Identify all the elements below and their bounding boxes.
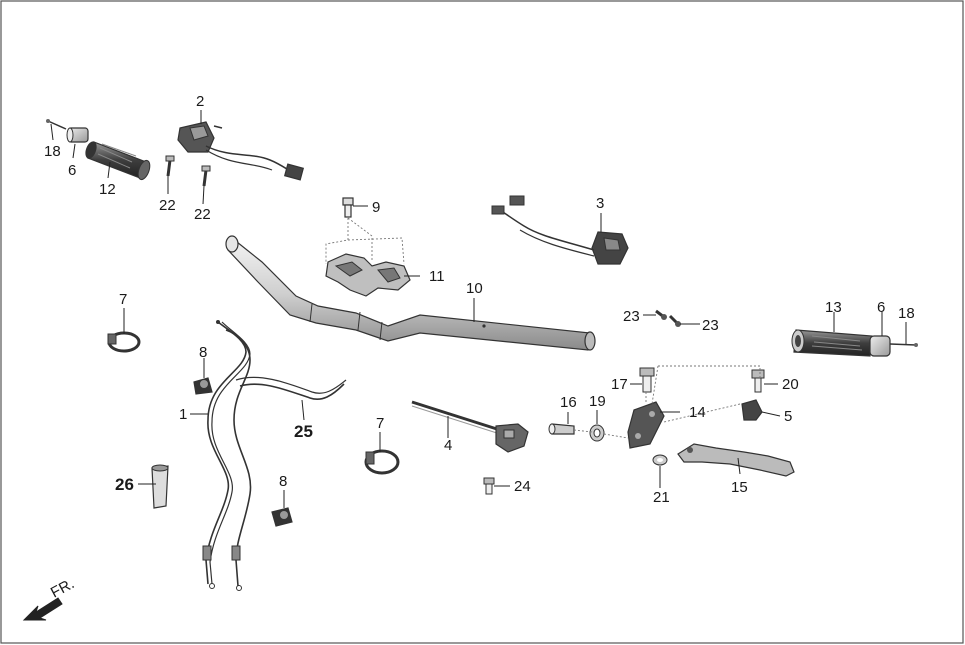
front-direction-arrow: [22, 597, 63, 621]
choke-cable-part: [225, 329, 347, 591]
callout-14: 14: [689, 404, 706, 421]
left-screw-part: [46, 119, 67, 130]
callout-18-right: 18: [898, 305, 915, 322]
bolt-part: [483, 477, 495, 495]
callout-19: 19: [589, 393, 606, 410]
left-grip-part: [85, 141, 151, 181]
lever-holder-part: [627, 401, 665, 449]
cable-clamp-part: [107, 331, 141, 353]
callout-13: 13: [825, 299, 842, 316]
callout-18-left: 18: [44, 143, 61, 160]
callout-16: 16: [560, 394, 577, 411]
callout-26: 26: [115, 475, 134, 494]
right-grip-part: [791, 329, 873, 357]
callout-22-b: 22: [194, 206, 211, 223]
collar-part: [548, 423, 575, 435]
handlebar-holder-part: [325, 253, 411, 297]
callout-25: 25: [294, 422, 313, 441]
right-screw-part: [889, 343, 918, 347]
callout-7-a: 7: [119, 291, 127, 308]
front-direction-label: FR.: [48, 575, 77, 601]
callout-6-right: 6: [877, 299, 885, 316]
callout-2: 2: [196, 93, 204, 110]
callout-1: 1: [179, 406, 187, 423]
pivot-nut-part: [652, 454, 668, 466]
lever-clamp-part: [741, 399, 763, 421]
callout-labels: 2 3 18 6 12 22 22 9 11 10 23 23 13 6 18 …: [44, 93, 915, 506]
clamp-bolt-part: [751, 369, 765, 393]
washer-part: [589, 424, 605, 442]
callout-11: 11: [429, 268, 445, 285]
callout-6-left: 6: [68, 162, 76, 179]
left-bar-end-weight-part: [66, 127, 89, 143]
lever-bolt-part: [639, 367, 655, 393]
right-switch-screw-part: [655, 309, 681, 327]
callout-15: 15: [731, 479, 748, 496]
callout-4: 4: [444, 437, 452, 454]
callout-21: 21: [653, 489, 670, 506]
callout-8-b: 8: [279, 473, 287, 490]
callout-9: 9: [372, 199, 380, 216]
right-switch-part: [491, 195, 629, 265]
callout-8-a: 8: [199, 344, 207, 361]
switch-screw-part: [165, 155, 211, 187]
cable-clamp-part-2: [364, 449, 400, 475]
callout-12: 12: [99, 181, 116, 198]
callout-5: 5: [784, 408, 792, 425]
left-switch-part: [177, 121, 305, 181]
callout-23-b: 23: [702, 317, 719, 334]
cable-guide-part: [193, 377, 213, 395]
cable-guide-part-2: [271, 507, 293, 527]
leader-lines: [50, 110, 907, 508]
cable-band-part: [151, 464, 169, 509]
handlebar-part: [225, 235, 596, 351]
callout-3: 3: [596, 195, 604, 212]
callout-20: 20: [782, 376, 799, 393]
callout-23-a: 23: [623, 308, 640, 325]
holder-bolt-part: [342, 197, 354, 218]
brake-lever-part: [677, 443, 795, 477]
callout-22-a: 22: [159, 197, 176, 214]
callout-17: 17: [611, 376, 628, 393]
callout-10: 10: [466, 280, 483, 297]
right-bar-end-weight-part: [869, 335, 891, 357]
throttle-cable-part: [202, 320, 251, 589]
callout-24: 24: [514, 478, 531, 495]
callout-7-b: 7: [376, 415, 384, 432]
lever-switch-part: [411, 400, 529, 453]
